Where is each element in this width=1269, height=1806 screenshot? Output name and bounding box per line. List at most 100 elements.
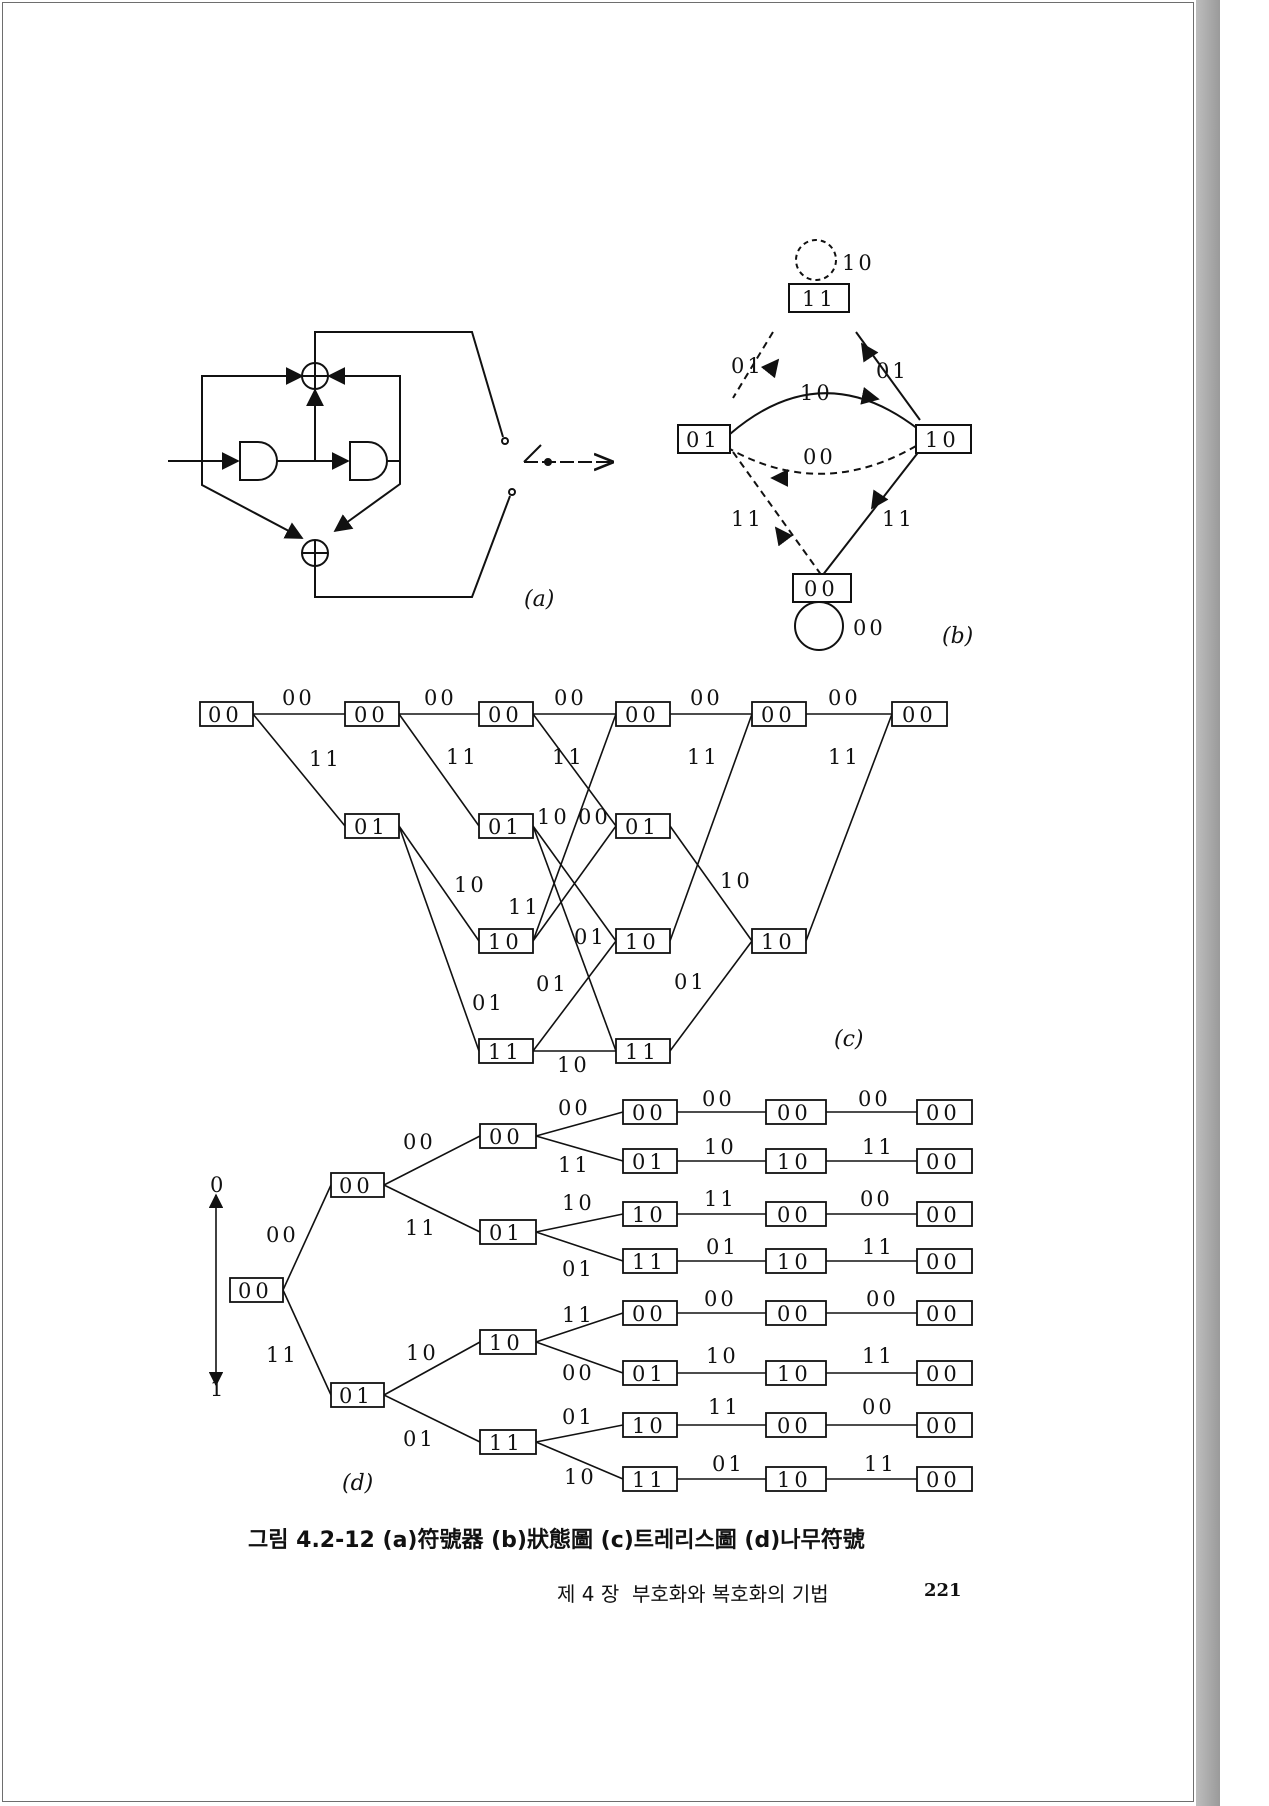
- edge-01-to-11: [732, 331, 774, 399]
- svg-text:00: 00: [761, 703, 796, 727]
- branch-label: 11: [266, 1343, 299, 1367]
- trellis-node: 00: [199, 701, 254, 727]
- branch-label: 00: [690, 686, 723, 710]
- svg-text:10: 10: [632, 1414, 667, 1438]
- branch-label: 00: [554, 686, 587, 710]
- page-number: 221: [924, 1580, 962, 1601]
- tree-node: 11: [622, 1248, 678, 1274]
- branch-label: 00: [578, 805, 611, 829]
- branch-label: 10: [557, 1053, 590, 1077]
- svg-text:00: 00: [926, 1150, 961, 1174]
- svg-text:00: 00: [902, 703, 937, 727]
- svg-text:10: 10: [777, 1362, 812, 1386]
- figure-caption: 그림 4.2-12 (a)符號器 (b)狀態圖 (c)트레리스圖 (d)나무符號: [248, 1528, 865, 1553]
- trellis-node: 00: [891, 701, 948, 727]
- tree-node: 00: [916, 1412, 973, 1438]
- branch-label: 11: [309, 747, 342, 771]
- tree-edges: [208, 1111, 917, 1480]
- branch-label: 11: [704, 1187, 737, 1211]
- svg-text:01: 01: [489, 1221, 524, 1245]
- svg-text:11: 11: [802, 287, 837, 311]
- shift-register-stage-1: [239, 441, 278, 481]
- state-node-11: 11: [788, 283, 850, 313]
- svg-text:00: 00: [777, 1203, 812, 1227]
- trellis-node: 10: [751, 928, 807, 954]
- edge-01-to-10: [729, 392, 919, 435]
- branch-label: 01: [574, 925, 607, 949]
- svg-text:00: 00: [804, 577, 839, 601]
- branch-label: 10: [564, 1465, 597, 1489]
- tree-node: 11: [479, 1429, 537, 1455]
- trellis-node: 10: [615, 928, 671, 954]
- tree-node: 00: [916, 1248, 973, 1274]
- tree-node: 10: [479, 1329, 537, 1355]
- tree-node: 00: [622, 1099, 678, 1125]
- edge-10-to-00: [821, 449, 921, 577]
- tree-node: 00: [916, 1099, 973, 1125]
- branch-label: 01: [706, 1235, 739, 1259]
- svg-text:10: 10: [777, 1150, 812, 1174]
- transition-label: 00: [803, 445, 836, 469]
- panel-label-c: (c): [834, 1027, 864, 1052]
- svg-text:01: 01: [632, 1150, 667, 1174]
- branch-label: 10: [720, 869, 753, 893]
- branch-label: 00: [704, 1287, 737, 1311]
- trellis-edges: [252, 713, 893, 1052]
- svg-text:00: 00: [339, 1174, 374, 1198]
- trellis-node: 00: [615, 701, 671, 727]
- svg-text:01: 01: [632, 1362, 667, 1386]
- tree-node: 10: [622, 1201, 678, 1227]
- tree-node: 00: [916, 1466, 973, 1492]
- svg-text:01: 01: [339, 1384, 374, 1408]
- svg-text:00: 00: [354, 703, 389, 727]
- svg-text:00: 00: [926, 1101, 961, 1125]
- tree-node: 00: [916, 1300, 973, 1326]
- branch-label: 00: [403, 1130, 436, 1154]
- svg-text:11: 11: [625, 1040, 660, 1064]
- svg-text:10: 10: [777, 1468, 812, 1492]
- shift-register-stage-2: [349, 441, 388, 481]
- self-loop-11: [795, 239, 837, 281]
- page-edge-shadow: [1196, 0, 1220, 1806]
- trellis-node: 11: [615, 1038, 671, 1064]
- transition-label: 00: [853, 616, 886, 640]
- branch-label: 11: [558, 1153, 591, 1177]
- svg-text:00: 00: [926, 1250, 961, 1274]
- branch-label: 01: [562, 1405, 595, 1429]
- branch-label: 10: [454, 873, 487, 897]
- svg-text:10: 10: [625, 930, 660, 954]
- svg-text:00: 00: [926, 1362, 961, 1386]
- transition-label: 01: [731, 354, 764, 378]
- branch-label: 11: [508, 895, 541, 919]
- encoder-circuit: [168, 331, 612, 598]
- tree-node: 00: [916, 1201, 973, 1227]
- branch-label: 01: [472, 991, 505, 1015]
- branch-label: 00: [858, 1087, 891, 1111]
- transition-label: 10: [842, 251, 875, 275]
- edge-00-to-01: [732, 451, 823, 577]
- svg-text:10: 10: [925, 428, 960, 452]
- panel-label-d: (d): [342, 1471, 373, 1496]
- tree-node: 10: [622, 1412, 678, 1438]
- svg-text:00: 00: [625, 703, 660, 727]
- svg-text:10: 10: [632, 1203, 667, 1227]
- tree-node: 00: [330, 1172, 385, 1198]
- svg-text:00: 00: [208, 703, 243, 727]
- transition-label: 11: [882, 507, 915, 531]
- branch-label: 11: [687, 745, 720, 769]
- tree-node: 00: [916, 1148, 973, 1174]
- svg-text:10: 10: [488, 930, 523, 954]
- branch-label: 00: [562, 1361, 595, 1385]
- state-node-01: 01: [677, 424, 731, 454]
- axis-label-top: 0: [210, 1173, 226, 1197]
- trellis-node: 00: [478, 701, 534, 727]
- edge-10-to-01: [729, 445, 917, 475]
- svg-text:00: 00: [777, 1101, 812, 1125]
- svg-text:01: 01: [686, 428, 721, 452]
- svg-text:00: 00: [926, 1302, 961, 1326]
- svg-text:00: 00: [926, 1203, 961, 1227]
- svg-text:10: 10: [761, 930, 796, 954]
- tree-node: 10: [765, 1148, 827, 1174]
- trellis-node: 00: [751, 701, 807, 727]
